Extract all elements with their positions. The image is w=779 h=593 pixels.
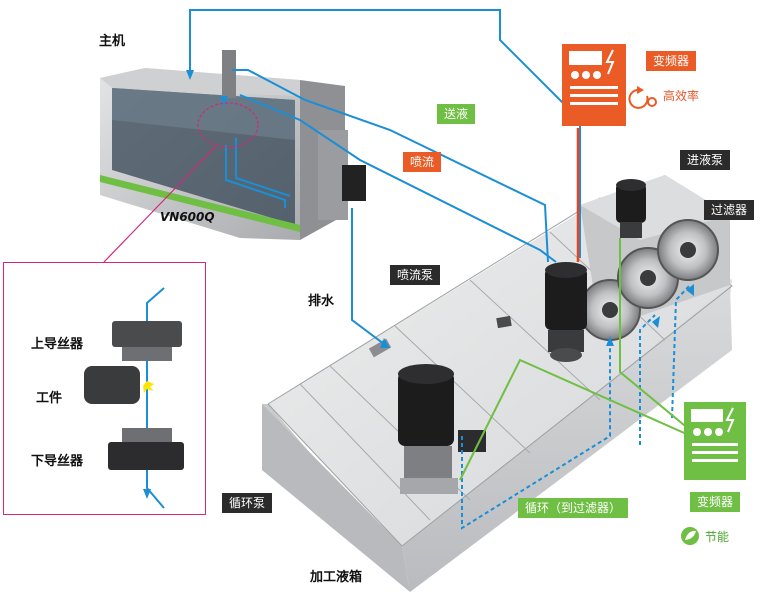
inset-drawing [84, 287, 184, 509]
drain-label: 排水 [308, 294, 335, 309]
pipe-arrowheads [186, 70, 694, 348]
blue-pipes [189, 9, 581, 345]
inlet-pump-tag: 进液泵 [680, 150, 731, 170]
spray-pump-tag: 喷流泵 [390, 265, 441, 285]
spray-flow-tag: 喷流 [403, 152, 442, 172]
model-label: VN600Q [160, 210, 215, 224]
circulation-to-filter-tag: 循环（到过滤器） [518, 498, 629, 518]
zoom-indicator [103, 102, 259, 263]
host-label: 主机 [99, 34, 126, 49]
inlet-pump [616, 179, 646, 238]
host-machine [100, 50, 366, 240]
filter-discs [579, 219, 719, 341]
circulation-pump [398, 364, 486, 494]
energy-saving-label: 节能 [705, 530, 730, 544]
spray-pump [545, 262, 587, 362]
inverter-bottom-tag: 变频器 [690, 492, 741, 512]
leaf-icon [681, 527, 699, 545]
filter-tag: 过滤器 [704, 200, 755, 220]
control-lines [459, 128, 701, 481]
workpiece-label: 工件 [36, 391, 63, 406]
wire-guide-inset [3, 262, 206, 515]
circulation-pump-tag: 循环泵 [222, 493, 273, 513]
send-liquid-tag: 送液 [437, 104, 476, 124]
efficiency-icon [628, 86, 657, 109]
lower-guide-label: 下导丝器 [31, 454, 84, 469]
efficiency-label: 高效率 [663, 89, 700, 103]
inverter-bottom-icon [684, 402, 746, 480]
inverter-top-tag: 变频器 [646, 51, 697, 71]
inverter-top-icon [562, 44, 626, 126]
tank-label: 加工液箱 [310, 570, 363, 585]
upper-guide-label: 上导丝器 [31, 337, 84, 352]
blue-dashed-pipes [461, 284, 691, 530]
